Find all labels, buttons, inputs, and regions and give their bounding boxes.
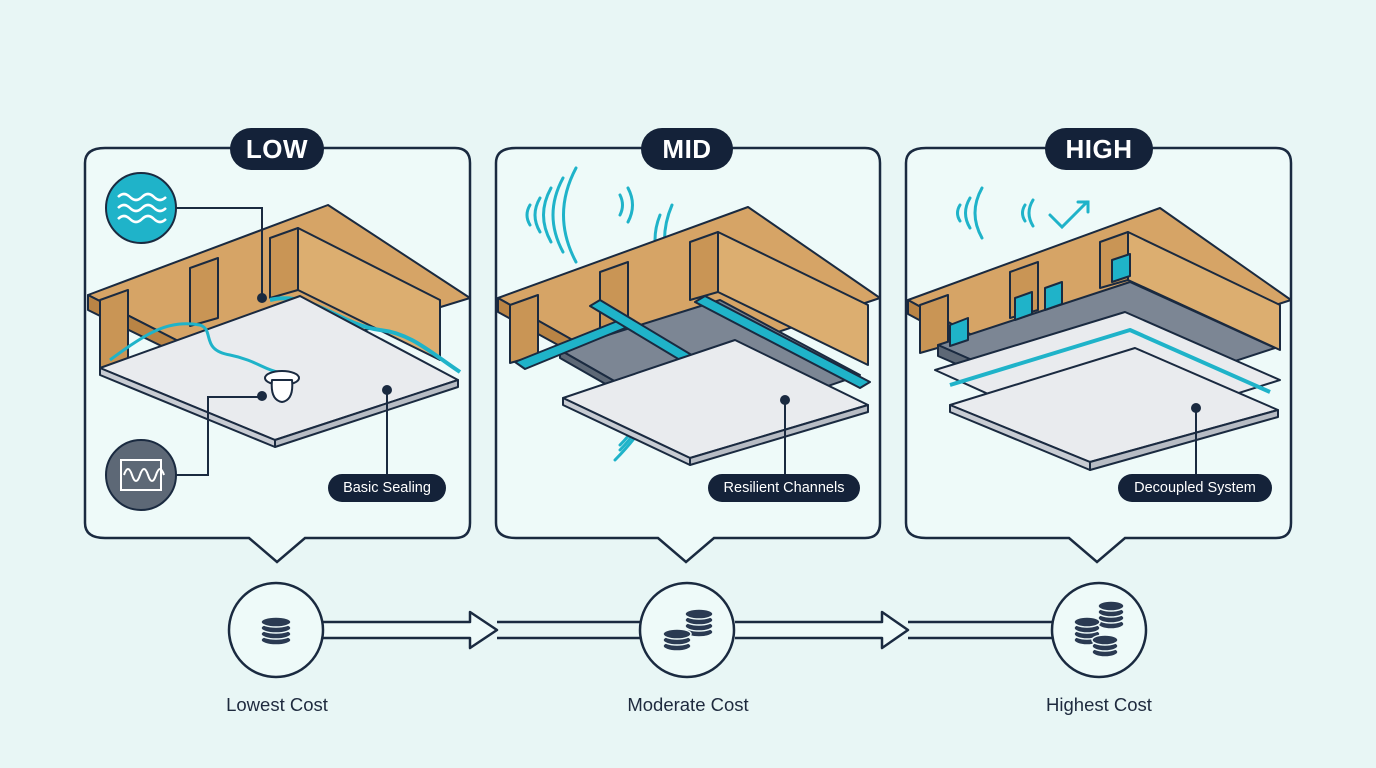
reduced-sound-icon [956,186,1090,240]
cost-label-low: Lowest Cost [226,694,328,715]
sound-waveform-icon [105,439,177,511]
sound-wave-icon [105,172,177,244]
arrow-mid-to-high [735,610,910,650]
method-label-mid: Resilient Channels [708,474,860,502]
cost-label-mid: Moderate Cost [627,694,749,715]
method-label-high: Decoupled System [1118,474,1272,502]
tier-badge-mid: MID [641,128,733,170]
coin-stack-icon [638,581,736,679]
joist-structure-high [907,207,1292,471]
joist-structure-low [87,204,471,448]
panel-mid [494,146,882,564]
cost-progression [227,581,1148,679]
tier-badge-high: HIGH [1045,128,1153,170]
coin-stack-icon [1050,581,1148,679]
panel-low [83,146,472,564]
coin-stack-icon [227,581,325,679]
tier-badge-low: LOW [230,128,324,170]
panel-high [904,146,1293,564]
cost-label-high: Highest Cost [1046,694,1152,715]
arrow-low-to-mid [323,610,499,650]
method-label-low: Basic Sealing [328,474,446,502]
